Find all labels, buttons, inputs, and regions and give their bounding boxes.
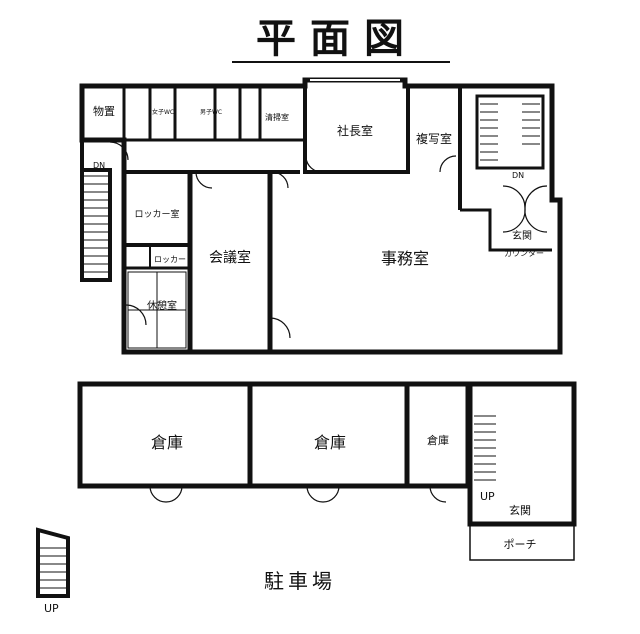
lower-stair-treads — [474, 415, 496, 481]
wc-men-label: 男子WC — [200, 109, 222, 116]
lounge-tatami — [127, 271, 187, 349]
copy-room-label: 複写室 — [416, 131, 452, 146]
storage-label: 物置 — [93, 104, 115, 118]
lower-up-label: UP — [480, 490, 495, 503]
warehouse-1-label: 倉庫 — [151, 433, 183, 452]
warehouse-3-label: 倉庫 — [427, 433, 449, 447]
lower-entrance-label: 玄関 — [509, 503, 531, 517]
lower-floor-doors — [149, 485, 447, 503]
counter-label: カウンター — [504, 249, 544, 258]
upper-floor-walls — [79, 77, 563, 355]
right-down-label: DN — [512, 171, 524, 180]
lounge-label: 休憩室 — [147, 299, 177, 312]
wc-women-label: 女子WC — [152, 108, 174, 116]
upper-entrance-label: 玄関 — [512, 229, 532, 242]
office-label: 事務室 — [381, 249, 429, 268]
right-stair-treads — [480, 103, 540, 161]
locker-room-label: ロッカー室 — [134, 208, 179, 220]
meeting-room-label: 会議室 — [209, 249, 251, 266]
plan-title: 平面図 — [256, 16, 418, 62]
cleaning-label: 清掃室 — [265, 112, 289, 122]
porch-label: ポーチ — [504, 538, 537, 551]
locker-label: ロッカー — [154, 255, 186, 264]
external-stair — [36, 527, 70, 598]
left-stair-treads — [84, 175, 108, 273]
lower-floor-walls — [77, 381, 577, 561]
left-down-label: DN — [93, 161, 105, 170]
parking-label: 駐車場 — [264, 569, 336, 593]
upper-floor-doors — [109, 141, 548, 339]
external-up-label: UP — [44, 602, 59, 615]
president-office-label: 社長室 — [337, 123, 373, 138]
lower-floor-labels: 倉庫 倉庫 倉庫 玄関 ポーチ UP — [151, 433, 537, 551]
warehouse-2-label: 倉庫 — [314, 433, 346, 452]
upper-floor-labels: 物置 女子WC 男子WC 清掃室 社長室 複写室 ロッカー室 ロッカー 会議室 … — [93, 104, 544, 312]
